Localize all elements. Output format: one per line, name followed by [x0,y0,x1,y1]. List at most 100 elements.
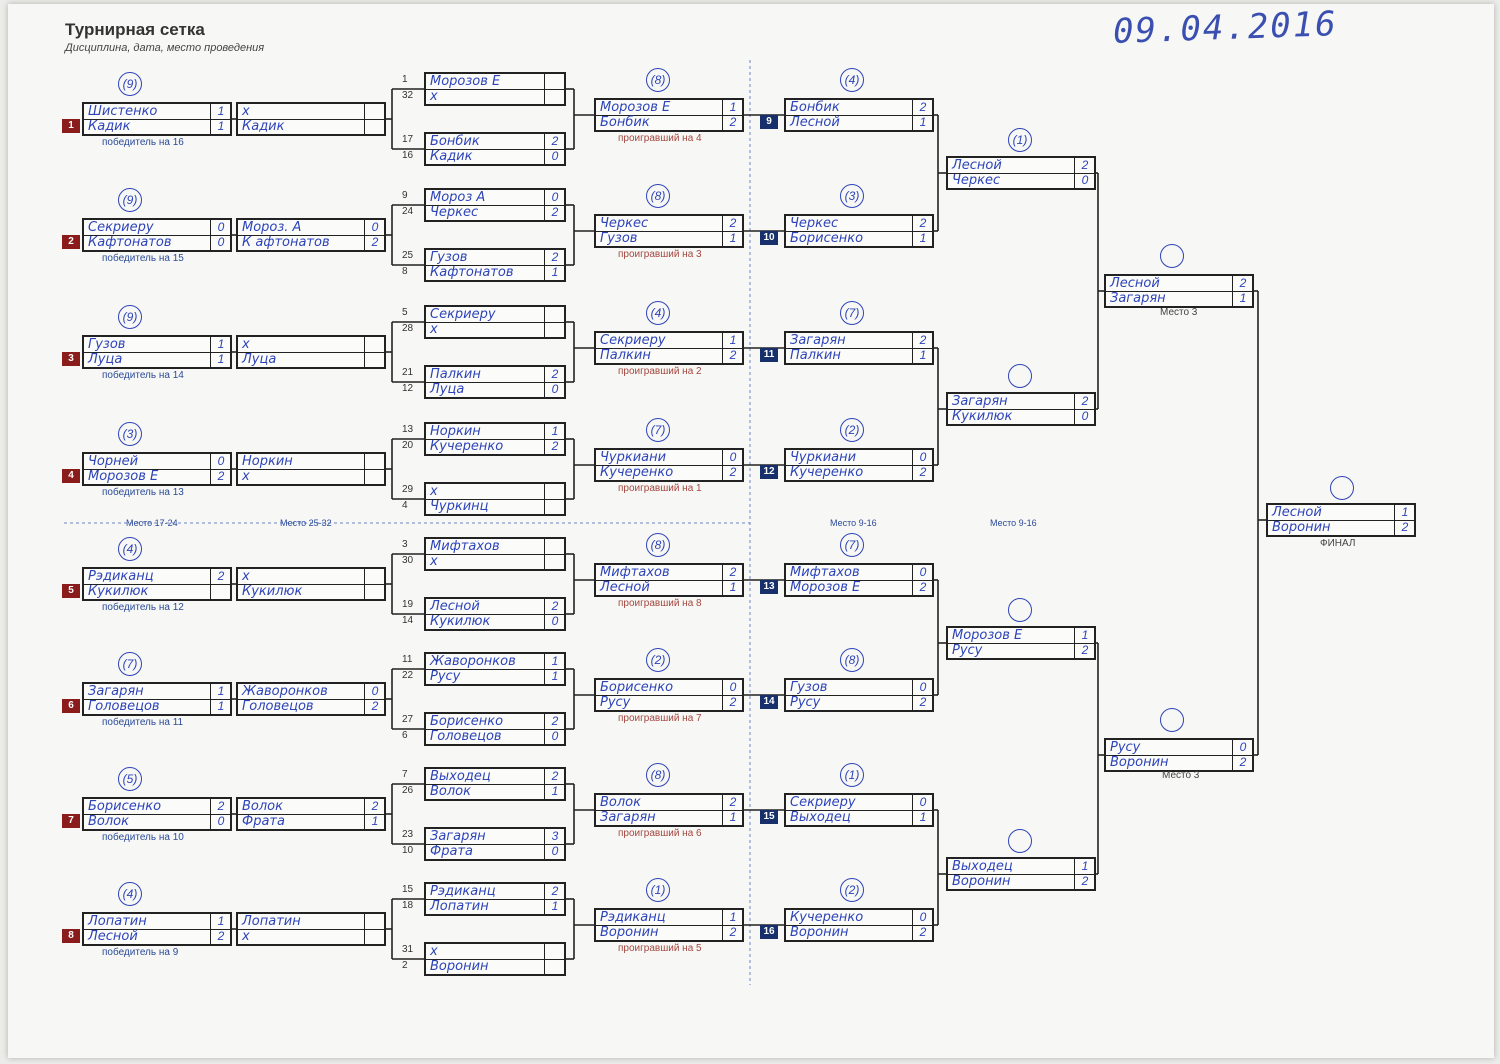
score-cell: 1 [722,333,743,349]
score-cell [544,322,565,337]
player-name: Воронин [1272,520,1331,535]
score-cell: 0 [1074,409,1095,424]
player-name: Луца [430,382,465,397]
score-cell: 2 [210,799,231,815]
score-cell: 2 [210,929,231,944]
player-name: Головецов [242,699,314,714]
handwritten-place-circle: (9) [118,72,142,96]
slot-number: 19 [402,599,414,610]
handwritten-place-circle: (3) [118,422,142,446]
player-name: Русу [952,643,983,658]
winner-caption: победитель на 12 [102,602,184,613]
player-name: Морозов Е [596,100,726,116]
slot-number: 30 [402,555,414,566]
player-name: Гузов [786,680,916,696]
player-name: х [430,322,438,337]
handwritten-place-circle [1008,829,1032,853]
score-cell: 0 [544,149,565,164]
slot-number: 13 [402,424,414,435]
player-name: Мифтахов [596,565,726,581]
player-name: Черкес [952,173,1001,188]
score-cell: 2 [544,769,565,785]
score-cell: 2 [1074,394,1095,410]
player-name: Черкес [430,205,479,220]
player-name: Морозов Е [426,74,548,90]
player-name: Мороз А [426,190,548,206]
score-cell: 2 [722,565,743,581]
slot-number: 5 [402,307,408,318]
score-cell: 1 [544,899,565,914]
score-cell [544,539,565,555]
slot-number: 12 [402,383,414,394]
score-cell: 0 [210,454,231,470]
player-name: Русу [790,695,821,710]
score-cell: 2 [912,100,933,116]
handwritten-place-circle: (8) [840,648,864,672]
score-cell: 1 [210,914,231,930]
score-cell: 2 [1074,158,1095,174]
score-cell [364,569,385,585]
player-name: Чорней [84,454,214,470]
score-cell: 0 [210,220,231,236]
score-cell: 0 [544,844,565,859]
player-name: Воронин [1110,755,1169,770]
seed-number: 9 [760,115,778,129]
score-cell: 2 [722,216,743,232]
player-name: Выходец [948,859,1078,875]
score-cell: 1 [722,100,743,116]
score-cell: 2 [912,580,933,595]
slot-number: 17 [402,134,414,145]
score-cell: 2 [1394,520,1415,535]
score-cell: 2 [722,695,743,710]
player-name: Бонбик [600,115,650,130]
score-cell: 2 [722,115,743,130]
score-cell: 0 [544,190,565,206]
handwritten-place-circle [1330,476,1354,500]
score-cell: 0 [912,680,933,696]
player-name: Фрата [242,814,285,829]
player-name: Шистенко [84,104,214,120]
player-name: Мифтахов [426,539,548,555]
score-cell [364,584,385,599]
score-cell: 0 [1074,173,1095,188]
loser-caption: проигравший на 5 [618,943,702,954]
player-name: Гузов [600,231,638,246]
player-name: Мороз. А [238,220,368,236]
player-name: Лесной [1106,276,1236,292]
page-subtitle: Дисциплина, дата, место проведения [65,42,265,54]
handwritten-place-circle: (1) [646,878,670,902]
slot-number: 11 [402,654,413,665]
player-name: Луца [88,352,123,367]
score-cell: 2 [1232,755,1253,770]
player-name: Рэдиканц [426,884,548,900]
player-name: Гузов [426,250,548,266]
player-name: Рэдиканц [596,910,726,926]
score-cell: 0 [1232,740,1253,756]
slot-number: 32 [402,90,414,101]
handwritten-place-circle: (8) [646,68,670,92]
score-cell: 0 [544,614,565,629]
score-cell: 0 [364,220,385,236]
player-name: Кучеренко [790,465,864,480]
score-cell: 2 [1074,874,1095,889]
score-cell: 1 [210,337,231,353]
score-cell [544,74,565,90]
